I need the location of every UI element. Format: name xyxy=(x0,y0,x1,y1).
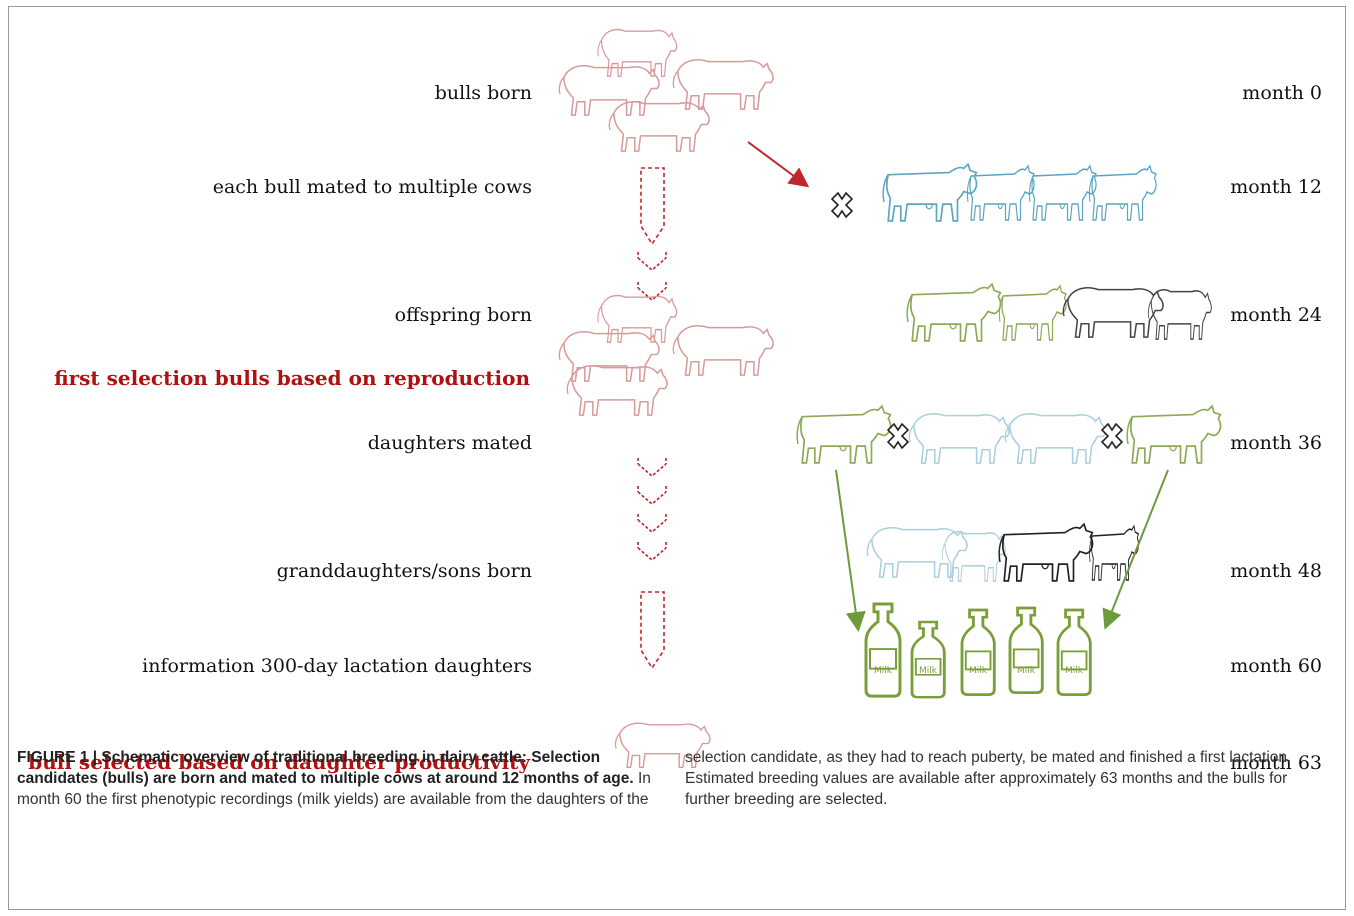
cross-icon xyxy=(1101,423,1123,449)
chevron-down-icon xyxy=(637,541,667,561)
bull-icon xyxy=(566,365,668,416)
stage-label-daughters-mated: daughters mated xyxy=(368,432,532,454)
chevron-down-icon xyxy=(637,457,667,477)
granddaughters-group xyxy=(866,523,1140,582)
chevron-down-icon xyxy=(637,485,667,505)
month-label-63: month 63 xyxy=(1230,752,1322,774)
cow-icon xyxy=(998,285,1067,341)
offspring-group xyxy=(906,283,1213,342)
milk-bottle-icon xyxy=(1056,608,1092,697)
bull-icon xyxy=(672,59,774,110)
milk-bottle-icon xyxy=(960,608,996,697)
cow-icon xyxy=(1126,405,1222,464)
caption-title: FIGURE 1 | Schematic overview of traditi… xyxy=(17,749,634,787)
figure-caption-right: selection candidate, as they had to reac… xyxy=(685,747,1335,810)
month-label-48: month 48 xyxy=(1230,560,1322,582)
stage-label-granddaughters-born: granddaughters/sons born xyxy=(277,560,532,582)
bull-icon xyxy=(558,65,660,116)
breeding-diagram: bulls born each bull mated to multiple c… xyxy=(28,28,1322,774)
cow-icon xyxy=(882,163,978,222)
caption-left-body: In month 60 the first phenotypic recordi… xyxy=(17,770,651,808)
cross-icon xyxy=(831,192,853,218)
figure-frame xyxy=(8,6,1346,910)
stage-label-offspring-born: offspring born xyxy=(395,304,532,326)
cow-icon xyxy=(1028,165,1097,221)
month-label-60: month 60 xyxy=(1230,655,1322,677)
bull-icon xyxy=(608,101,710,152)
caption-right-body: selection candidate, as they had to reac… xyxy=(685,749,1292,808)
milk-bottle-icon xyxy=(1008,606,1044,695)
chevron-down-icon xyxy=(637,251,667,271)
stage-label-bulls-born: bulls born xyxy=(435,82,532,104)
bull-icon xyxy=(672,325,774,376)
stage-label-lactation-info: information 300-day lactation daughters xyxy=(142,655,532,677)
milk-bottle-group: Milk Milk Milk Milk Milk xyxy=(864,602,1092,699)
chevron-down-icon xyxy=(637,513,667,533)
cow-icon xyxy=(906,283,1002,342)
green-arrow-icon xyxy=(1102,469,1169,630)
bull-icon xyxy=(908,413,1010,464)
bull-icon xyxy=(597,294,678,343)
bull-icon xyxy=(1004,413,1106,464)
bull-group-first-selection xyxy=(558,294,774,416)
milk-label: Milk xyxy=(919,666,938,676)
stage-label-first-selection: first selection bulls based on reproduct… xyxy=(54,366,530,390)
bull-group-born xyxy=(558,28,774,152)
bull-icon xyxy=(1147,289,1213,340)
green-arrow-icon xyxy=(835,469,866,632)
milk-bottle-icon xyxy=(864,602,902,698)
month-label-36: month 36 xyxy=(1230,432,1322,454)
stage-label-final-selection: bull selected based on daughter producti… xyxy=(28,750,531,774)
stage-label-bull-mated: each bull mated to multiple cows xyxy=(213,176,532,198)
cow-icon xyxy=(1088,525,1140,581)
pending-arrow-icon xyxy=(640,591,665,670)
pending-arrow-icon xyxy=(640,167,665,246)
cow-group-mated xyxy=(882,163,1157,222)
milk-label: Milk xyxy=(1065,666,1084,676)
bull-icon xyxy=(866,527,968,578)
cow-icon xyxy=(796,405,892,464)
cow-icon xyxy=(998,523,1094,582)
cross-icon xyxy=(887,423,909,449)
cow-icon xyxy=(966,165,1035,221)
bull-icon xyxy=(597,28,678,77)
milk-label: Milk xyxy=(1017,666,1036,676)
milk-bottle-icon xyxy=(910,620,946,699)
month-label-0: month 0 xyxy=(1242,82,1322,104)
figure-caption-left: FIGURE 1 | Schematic overview of traditi… xyxy=(17,747,657,810)
month-label-24: month 24 xyxy=(1230,304,1322,326)
milk-label: Milk xyxy=(874,666,893,676)
red-arrow-icon xyxy=(747,141,810,188)
cow-icon xyxy=(1088,165,1157,221)
milk-label: Milk xyxy=(969,666,988,676)
daughters-mated-group xyxy=(796,405,1222,464)
month-label-12: month 12 xyxy=(1230,176,1322,198)
